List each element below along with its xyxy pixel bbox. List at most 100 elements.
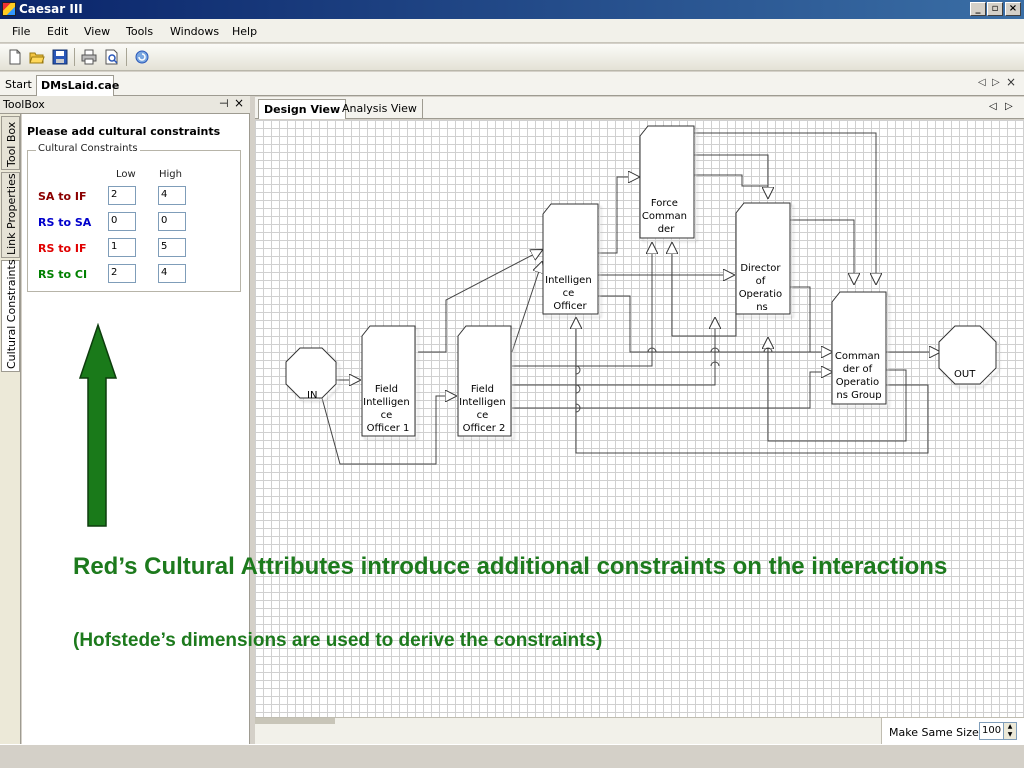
link-fio2-cog[interactable] [512, 372, 832, 409]
menu-view[interactable]: View [84, 25, 111, 38]
fio1-line3: ce [381, 410, 393, 421]
rs-to-sa-low-input[interactable]: 0 [108, 212, 136, 231]
tab-cultural-constraints[interactable]: Cultural Constraints [1, 259, 20, 372]
menu-tools[interactable]: Tools [126, 25, 154, 38]
node-director-of-operations[interactable]: Director of Operatio ns [735, 202, 791, 315]
tab-design-view[interactable]: Design View [258, 99, 347, 119]
link-cross [671, 278, 737, 337]
node-in[interactable]: IN [285, 347, 337, 401]
close-toolbox-icon[interactable]: × [234, 96, 245, 110]
group-title: Cultural Constraints [36, 143, 140, 154]
row-label-rs-to-if: RS to IF [38, 242, 87, 255]
tab-tool-box[interactable]: Tool Box [1, 116, 20, 170]
title-bar: Caesar III _ ▫ × [0, 0, 1024, 19]
design-tabs: Design View Analysis View ◁ ▷ [255, 97, 1024, 119]
doo-line1: Director [740, 263, 781, 274]
cog-line1: Comman [835, 351, 880, 362]
fio2-line2: Intelligen [459, 397, 506, 408]
link-io-fc[interactable] [598, 177, 639, 254]
links [321, 132, 940, 465]
link-in-fio2[interactable] [321, 396, 456, 465]
io-line1: Intelligen [545, 275, 592, 286]
design-scroll-right-icon[interactable]: ▷ [1005, 101, 1013, 112]
design-scroll-left-icon[interactable]: ◁ [989, 101, 997, 112]
node-commander-of-operations-group[interactable]: Comman der of Operatio ns Group [831, 291, 887, 405]
link-hop [575, 384, 581, 394]
menu-file[interactable]: File [12, 25, 31, 38]
link-fio1-io[interactable] [418, 250, 542, 353]
menu-windows[interactable]: Windows [170, 25, 220, 38]
link-io-cog[interactable] [598, 295, 832, 352]
node-in-label: IN [307, 390, 317, 401]
node-field-intelligence-officer-1[interactable]: Field Intelligen ce Officer 1 [361, 325, 416, 437]
toolbox-title: ToolBox [3, 98, 45, 111]
rs-to-if-high-input[interactable]: 5 [158, 238, 186, 257]
link-fio2-doo[interactable] [512, 318, 715, 386]
link-hop [575, 365, 581, 375]
up-arrow-icon [78, 323, 118, 527]
fio1-line2: Intelligen [363, 397, 410, 408]
tab-start[interactable]: Start [5, 78, 32, 91]
tab-link-properties-label: Link Properties [5, 173, 18, 255]
fio1-line1: Field [375, 384, 398, 395]
print-preview-icon[interactable] [104, 49, 120, 65]
design-canvas[interactable]: IN OUT Field Intelligen ce Officer 1 Fie… [255, 120, 1024, 717]
io-line3: Officer [553, 301, 587, 312]
pin-icon[interactable]: ⊣ [219, 97, 229, 110]
open-folder-icon[interactable] [29, 49, 45, 65]
link-doo-cog-2 [790, 286, 811, 352]
menu-edit[interactable]: Edit [47, 25, 69, 38]
close-document-icon[interactable]: × [1006, 75, 1017, 89]
tabs-scroll-left-icon[interactable]: ◁ [978, 77, 986, 88]
doo-line3: Operatio [739, 289, 782, 300]
close-button[interactable]: × [1005, 2, 1021, 16]
link-fio2-fc[interactable] [512, 243, 652, 367]
svg-text:Field Intelligen: Field Intelligen ce Officer 1 [363, 384, 413, 434]
cog-line4: ns Group [836, 390, 881, 401]
tabs-scroll-right-icon[interactable]: ▷ [992, 77, 1000, 88]
doo-line2: of [756, 276, 766, 287]
toolbar-separator [126, 48, 127, 66]
link-fio2-io[interactable] [511, 262, 542, 353]
link-fc-cog[interactable] [694, 132, 876, 284]
design-bottom-bar: Make Same Size 100 ▲▼ [255, 717, 1024, 745]
row-label-sa-to-if: SA to IF [38, 190, 87, 203]
rs-to-ci-low-input[interactable]: 2 [108, 264, 136, 283]
link-fc-doo[interactable] [694, 154, 768, 198]
link-doo-cog[interactable] [790, 219, 854, 284]
svg-text:Intelligen ce: Intelligen ce Officer [545, 275, 595, 312]
sa-to-if-low-input[interactable]: 2 [108, 186, 136, 205]
tab-analysis-view[interactable]: Analysis View [337, 99, 423, 119]
sa-to-if-high-input[interactable]: 4 [158, 186, 186, 205]
tab-dmslaid[interactable]: DMsLaid.cae [36, 75, 119, 96]
node-force-commander[interactable]: Force Comman der [639, 125, 695, 239]
link-hop [763, 347, 773, 353]
fio2-line1: Field [471, 384, 494, 395]
link-cog-doo[interactable] [768, 338, 907, 442]
size-spinner[interactable]: ▲▼ [1003, 722, 1017, 740]
maximize-button[interactable]: ▫ [987, 2, 1003, 16]
tab-link-properties[interactable]: Link Properties [1, 172, 20, 258]
side-tab-strip: Tool Box Link Properties Cultural Constr… [0, 114, 21, 744]
fio1-line4: Officer 1 [367, 423, 410, 434]
horizontal-scrollbar[interactable] [255, 718, 335, 724]
new-file-icon[interactable] [7, 49, 23, 65]
svg-text:Field Intelligen: Field Intelligen ce Officer 2 [459, 384, 509, 434]
print-icon[interactable] [81, 49, 97, 65]
tab-tool-box-label: Tool Box [5, 121, 18, 167]
rs-to-if-low-input[interactable]: 1 [108, 238, 136, 257]
cog-line2: der of [843, 364, 873, 375]
fio2-line3: ce [477, 410, 489, 421]
menu-help[interactable]: Help [232, 25, 258, 38]
rs-to-sa-high-input[interactable]: 0 [158, 212, 186, 231]
rs-to-ci-high-input[interactable]: 4 [158, 264, 186, 283]
save-icon[interactable] [52, 49, 68, 65]
minimize-button[interactable]: _ [970, 2, 986, 16]
link-cog-io[interactable] [576, 318, 929, 454]
status-bar [0, 744, 1024, 768]
node-out-label: OUT [954, 369, 976, 380]
node-intelligence-officer[interactable]: Intelligen ce Officer [542, 203, 599, 315]
refresh-icon[interactable] [134, 49, 150, 65]
node-out[interactable]: OUT [938, 325, 997, 385]
node-field-intelligence-officer-2[interactable]: Field Intelligen ce Officer 2 [457, 325, 512, 437]
